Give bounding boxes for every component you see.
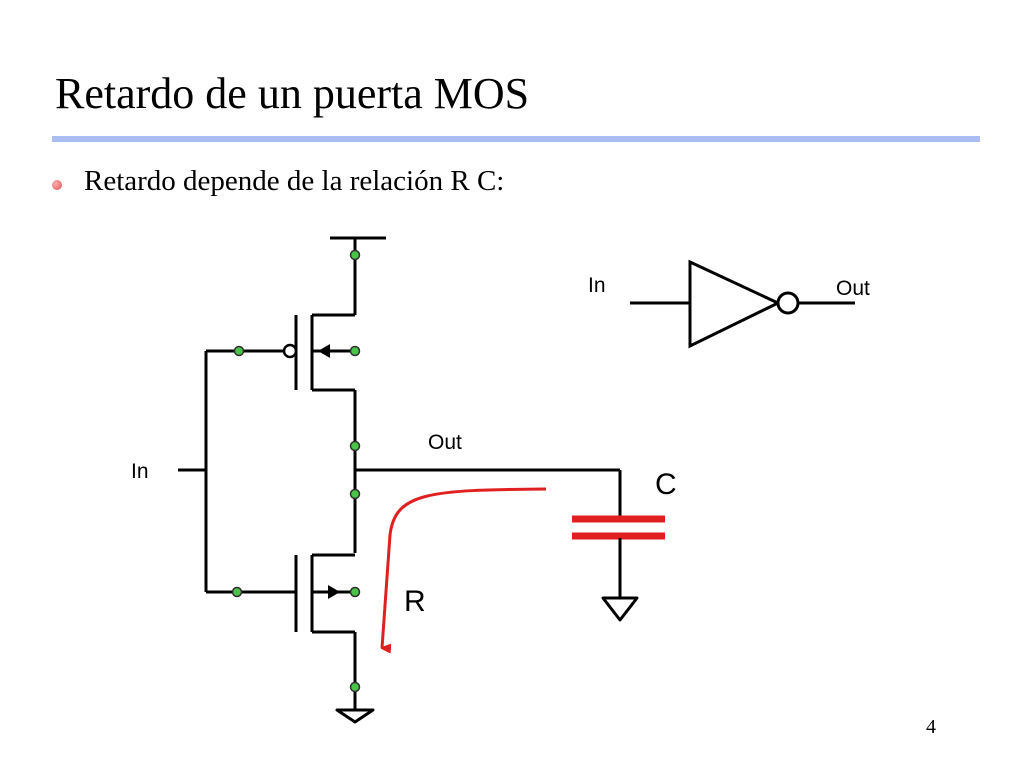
inverter-output-label: Out [836,277,870,300]
page-number: 4 [926,716,936,738]
title-underline [52,136,980,142]
resistance-label: R [404,585,426,618]
bullet-item: Retardo depende de la relación R C: [52,165,504,198]
node-dots [231,249,361,693]
bullet-text: Retardo depende de la relación R C: [84,165,505,197]
output-node-wires [353,390,622,553]
slide-title: Retardo de un puerta MOS [55,69,530,118]
capacitor-label: C [655,468,677,501]
circuit-input-label: In [131,460,149,483]
pmos-transistor [282,313,355,392]
input-wiring [178,349,296,594]
circuit-output-label: Out [428,431,462,454]
load-capacitor [572,515,665,622]
nmos-transistor [294,553,357,712]
inverter-input-label: In [588,274,606,297]
inverter-symbol [630,259,855,349]
bullet-icon [52,179,62,190]
ground-symbol-transistor [335,708,375,724]
discharge-current-arrow [380,487,547,648]
vdd-rail [330,236,386,315]
